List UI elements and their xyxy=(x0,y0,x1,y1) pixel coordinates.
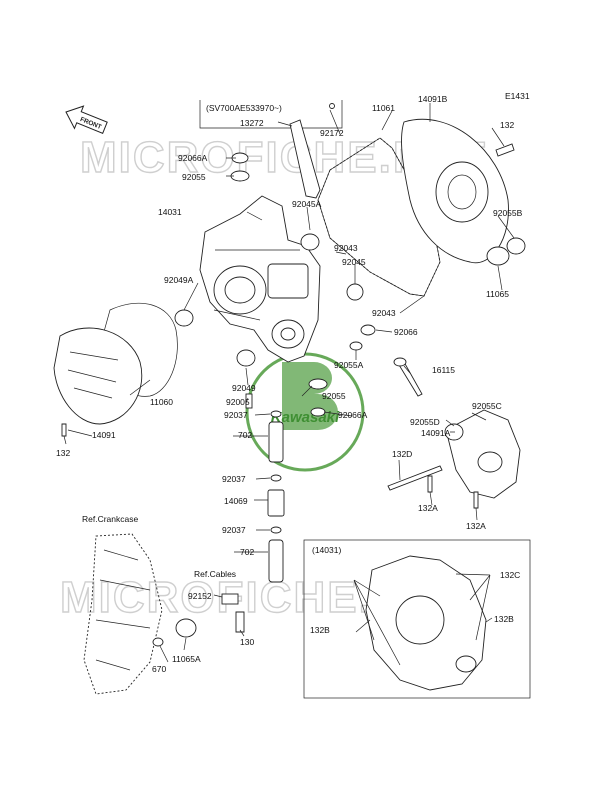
pipe-702a-part xyxy=(268,421,284,463)
label-132-left: 132 xyxy=(56,448,70,458)
label-14031-inset: (14031) xyxy=(312,545,341,555)
label-132A-b: 132A xyxy=(466,521,486,531)
label-92049A: 92049A xyxy=(164,275,194,285)
bolt-132A-b-part xyxy=(473,491,479,509)
label-132-top: 132 xyxy=(500,120,514,130)
label-92066A: 92066A xyxy=(178,153,208,163)
label-ref-cables: Ref.Cables xyxy=(194,569,236,579)
bolt-132A-a-part xyxy=(427,475,433,493)
label-14091: 14091 xyxy=(92,430,116,440)
label-11061: 11061 xyxy=(372,103,395,113)
label-132B-left: 132B xyxy=(310,625,330,635)
label-92049: 92049 xyxy=(232,383,256,393)
label-14031: 14031 xyxy=(158,207,182,217)
label-11065: 11065 xyxy=(486,289,509,299)
label-92055C: 92055C xyxy=(472,401,502,411)
label-13272: 13272 xyxy=(240,118,264,128)
seal-92049-part xyxy=(236,349,256,367)
label-132D: 132D xyxy=(392,449,412,459)
generator-cover-part xyxy=(199,195,321,363)
fitting-14069-part xyxy=(267,489,285,517)
bolt-132D-part xyxy=(387,465,443,491)
label-14069: 14069 xyxy=(224,496,248,506)
label-670: 670 xyxy=(152,664,166,674)
label-92043a: 92043 xyxy=(334,243,358,253)
seal-11065-part xyxy=(486,246,510,266)
label-14091A: 14091A xyxy=(421,428,451,438)
label-11060: 11060 xyxy=(150,397,173,407)
label-132C: 132C xyxy=(500,570,520,580)
oring-92055B-part xyxy=(506,237,526,255)
label-16115: 16115 xyxy=(432,365,455,375)
serial-note: (SV700AE533970~) xyxy=(206,103,282,113)
oring-92037c-part xyxy=(270,526,282,534)
label-92055c: 92055 xyxy=(322,391,346,401)
label-92172: 92172 xyxy=(320,128,344,138)
label-92005: 92005 xyxy=(226,397,250,407)
label-92045A: 92045A xyxy=(292,199,322,209)
bearing-92045A-part xyxy=(300,233,320,251)
washer-92066Ab-part xyxy=(310,407,326,417)
cover-14091A-part xyxy=(444,409,521,499)
label-92037a: 92037 xyxy=(224,410,248,420)
clamp-92152-part xyxy=(221,593,239,605)
bracket-part xyxy=(289,119,321,199)
inset-cover-part xyxy=(365,555,487,691)
oring-92037a-part xyxy=(270,410,282,418)
label-92055D: 92055D xyxy=(410,417,440,427)
plug-92066-part xyxy=(360,324,376,336)
crankcase-ref-part xyxy=(83,533,197,695)
label-132B-right: 132B xyxy=(494,614,514,624)
bolt-130-part xyxy=(235,611,245,633)
label-11065A: 11065A xyxy=(172,654,201,664)
label-92037b: 92037 xyxy=(222,474,246,484)
label-92055: 92055 xyxy=(182,172,206,182)
bolt-132-left-part xyxy=(61,423,67,437)
serial-bracket: (SV700AE533970~) xyxy=(199,100,343,129)
label-ref-crankcase: Ref.Crankcase xyxy=(82,514,138,524)
seal-92049A-part xyxy=(174,309,194,327)
label-92055B: 92055B xyxy=(493,208,523,218)
label-92055A: 92055A xyxy=(334,360,364,370)
oring-92055A-part xyxy=(349,341,363,351)
oring-92055c-part xyxy=(308,378,328,390)
outer-cover-14091-part xyxy=(53,302,178,425)
label-702a: 702 xyxy=(238,430,252,440)
label-132A-a: 132A xyxy=(418,503,438,513)
label-92066Ab: 92066A xyxy=(338,410,368,420)
pipe-702b-part xyxy=(268,539,284,583)
oring-92037b-part xyxy=(270,474,282,482)
label-92043b: 92043 xyxy=(372,308,396,318)
label-92066: 92066 xyxy=(394,327,418,337)
diagram-id: E1431 xyxy=(505,91,530,101)
label-14091B: 14091B xyxy=(418,94,448,104)
bearing-92045-part xyxy=(346,283,364,301)
inset-frame xyxy=(303,539,531,699)
label-92037c: 92037 xyxy=(222,525,246,535)
bolt-132-top-part xyxy=(495,143,515,157)
pin-92005-part xyxy=(245,393,253,409)
label-92152: 92152 xyxy=(188,591,212,601)
cover-14091B-part xyxy=(401,118,509,264)
label-92045: 92045 xyxy=(342,257,366,267)
label-130: 130 xyxy=(240,637,254,647)
label-702b: 702 xyxy=(240,547,254,557)
